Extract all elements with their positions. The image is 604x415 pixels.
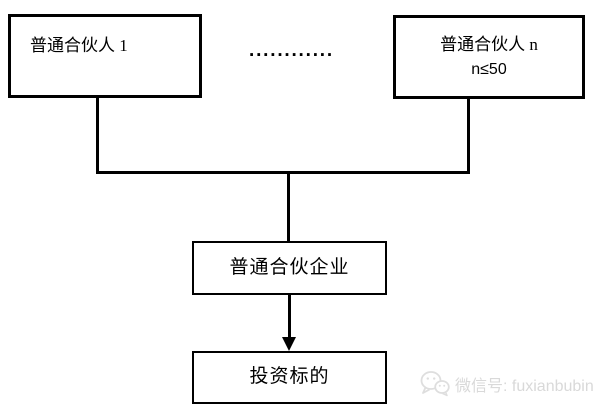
node-general-partner-1: 普通合伙人 1 bbox=[8, 14, 202, 98]
node-general-partner-1-label: 普通合伙人 1 bbox=[30, 36, 128, 55]
connector-left-vertical bbox=[96, 97, 99, 173]
ellipsis-dots: ............ bbox=[249, 40, 334, 61]
connector-right-vertical bbox=[467, 97, 470, 173]
node-general-partner-n: 普通合伙人 n n≤50 bbox=[393, 15, 585, 99]
node-general-partner-n-sublabel: n≤50 bbox=[471, 61, 507, 78]
arrowhead-down-icon bbox=[282, 337, 296, 351]
node-general-partnership-label: 普通合伙企业 bbox=[229, 257, 350, 278]
connector-center-vertical bbox=[287, 172, 290, 242]
wechat-icon bbox=[419, 370, 450, 397]
watermark-label: 微信号: fuxianbubin bbox=[455, 377, 594, 395]
connector-merge-horizontal bbox=[96, 171, 470, 174]
node-investment-target: 投资标的 bbox=[192, 351, 387, 404]
node-investment-target-label: 投资标的 bbox=[249, 366, 330, 387]
node-general-partnership: 普通合伙企业 bbox=[192, 241, 387, 295]
node-general-partner-n-label: 普通合伙人 n bbox=[440, 35, 538, 54]
arrow-shaft bbox=[288, 295, 291, 339]
watermark: 微信号: fuxianbubin bbox=[419, 370, 594, 397]
